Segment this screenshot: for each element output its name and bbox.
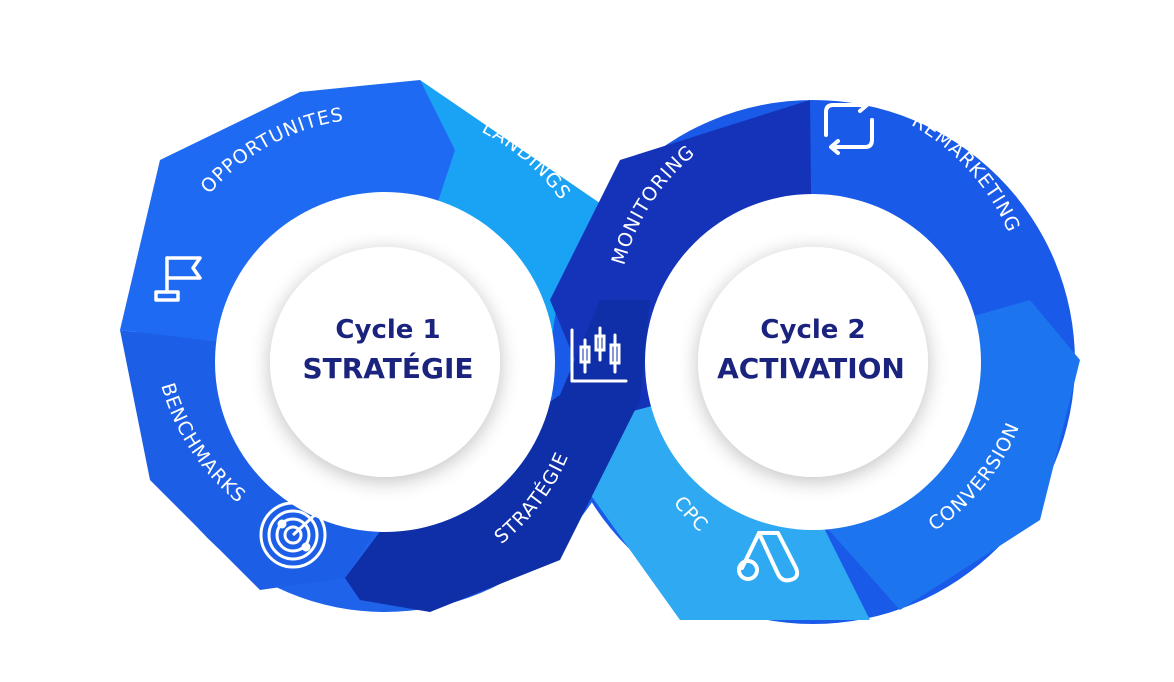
- refresh-icon: [824, 97, 874, 155]
- cycle1-center: [270, 247, 500, 477]
- radar-icon: [259, 501, 327, 569]
- candlestick-chart-icon: [570, 326, 628, 383]
- cycle2-center: [698, 247, 928, 477]
- cycle2-title: Cycle 2: [760, 315, 865, 345]
- cycle1-title: Cycle 1: [335, 315, 440, 345]
- cycle1-subtitle: STRATÉGIE: [302, 351, 473, 385]
- google-ads-icon: [737, 531, 800, 583]
- cycle2-subtitle: ACTIVATION: [717, 352, 905, 385]
- flag-icon: [154, 256, 202, 302]
